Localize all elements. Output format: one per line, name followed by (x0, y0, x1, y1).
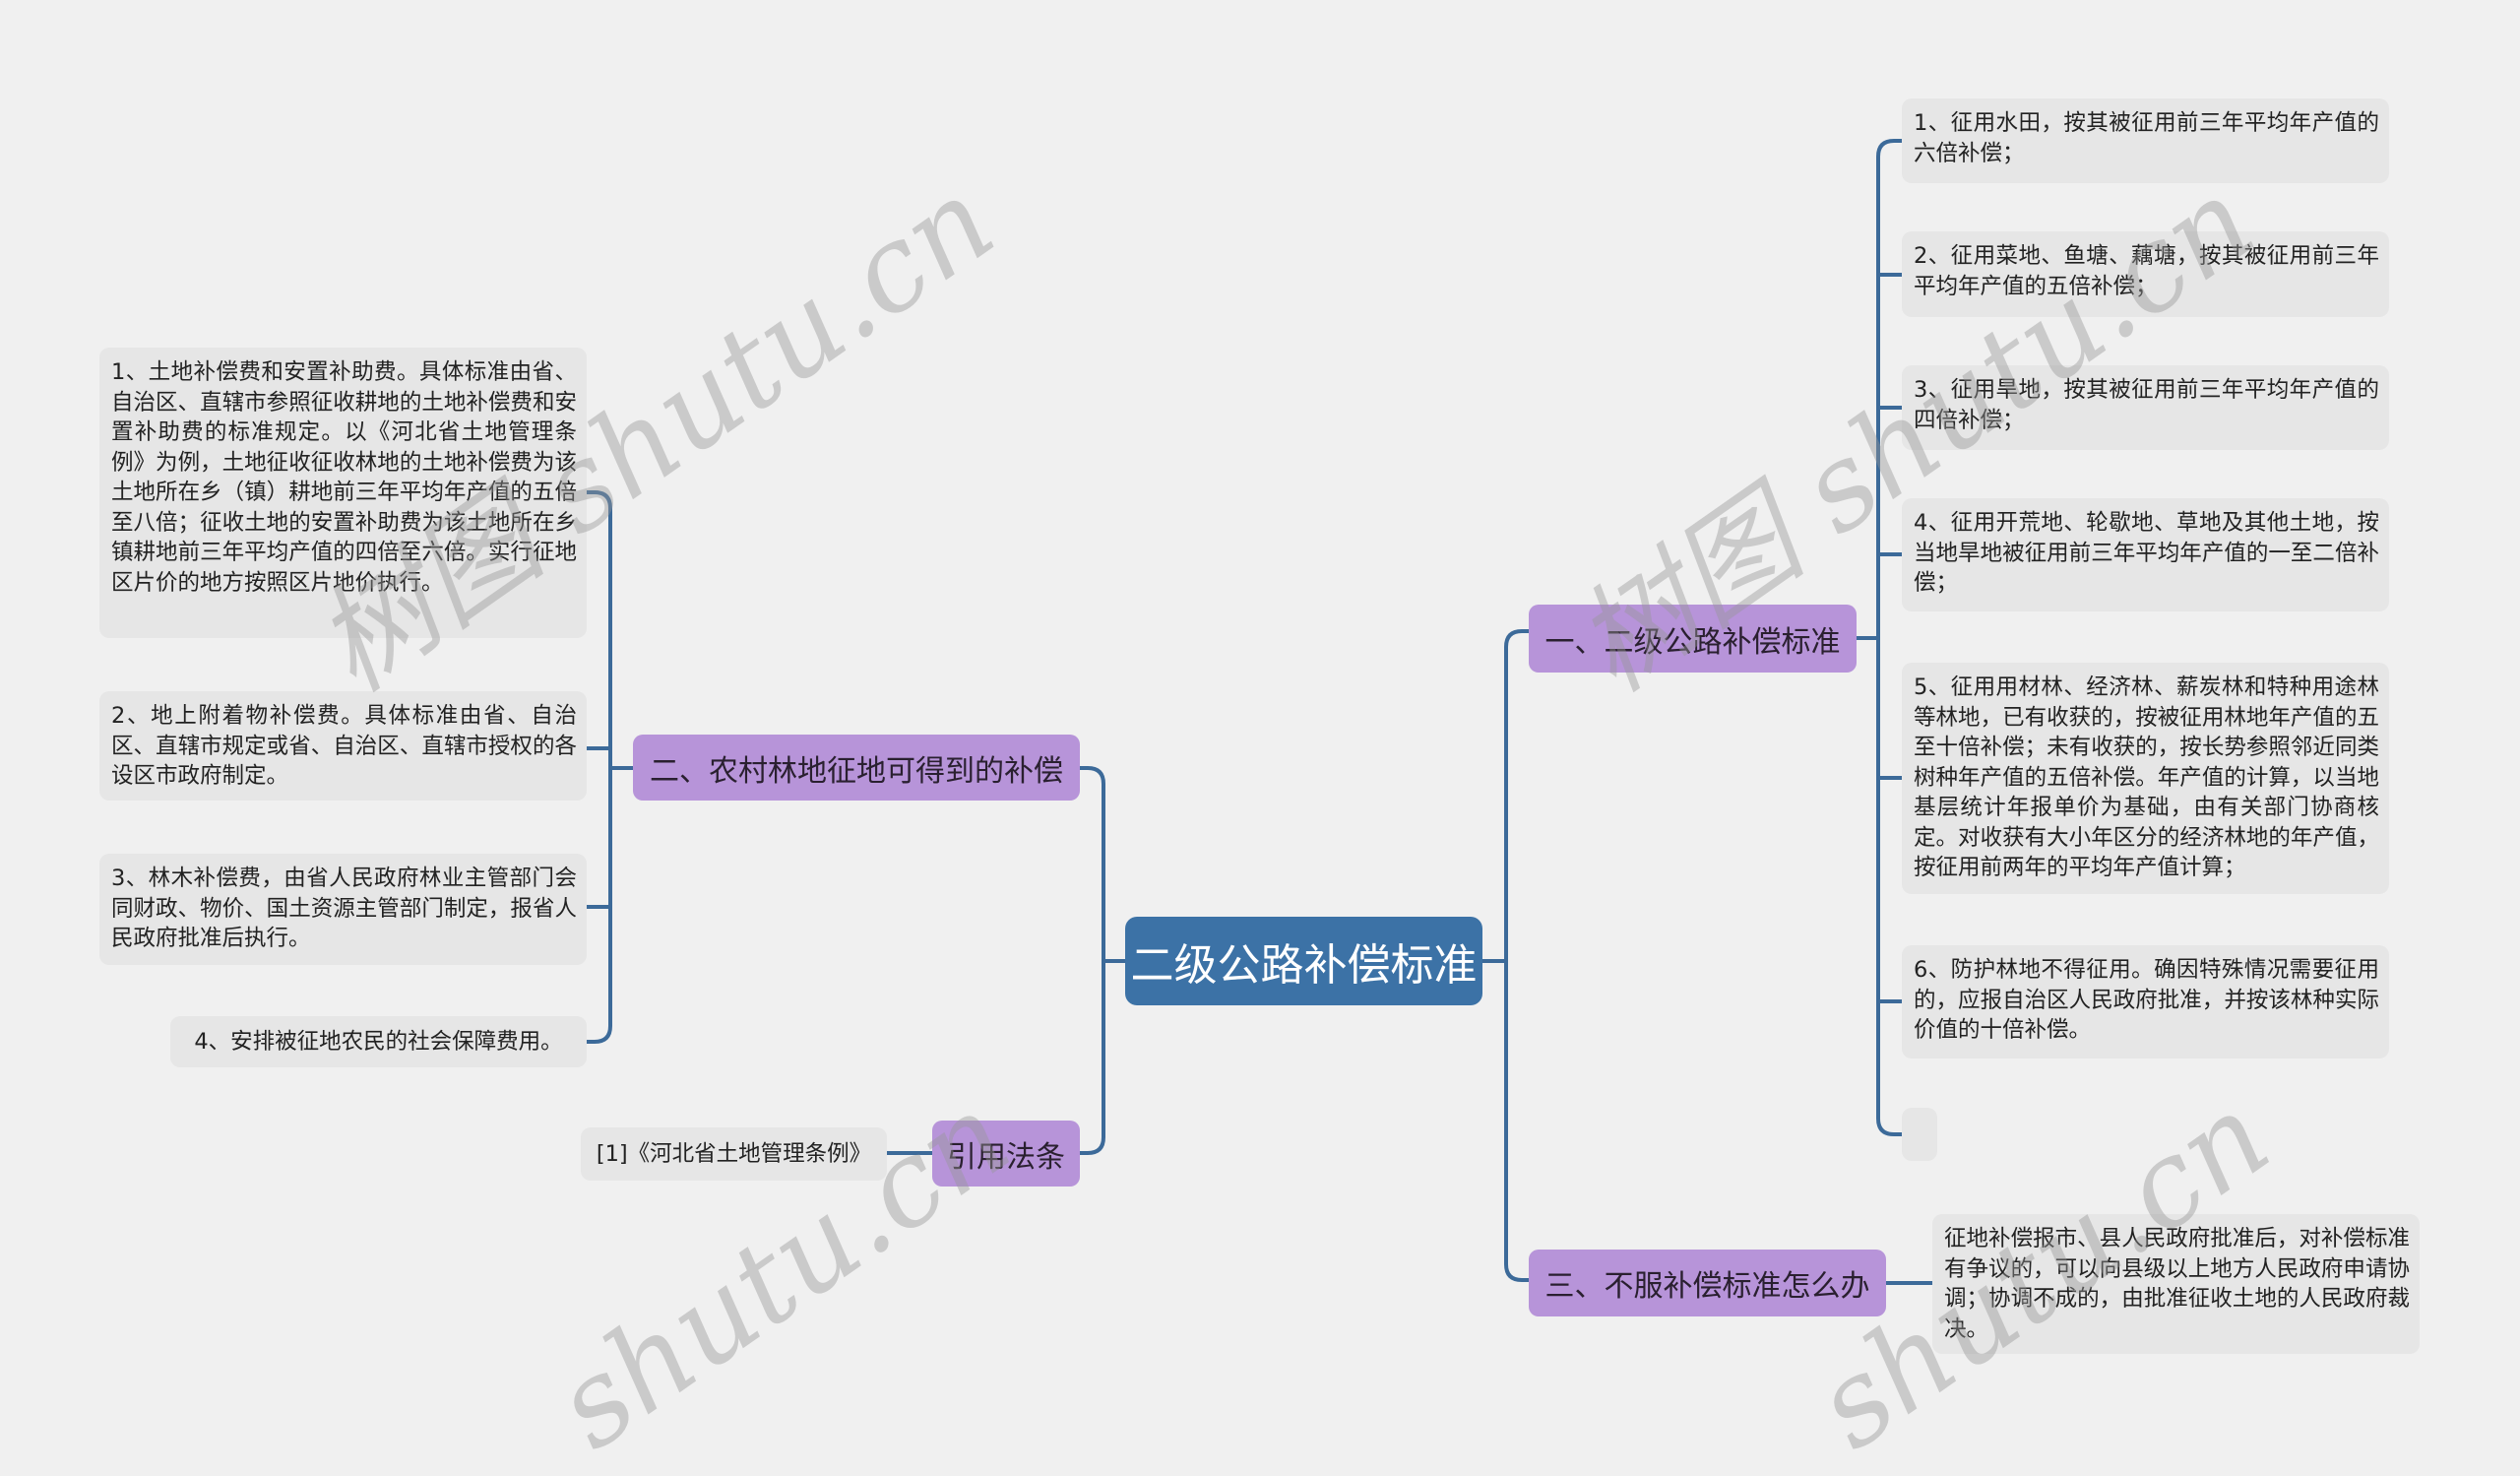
leaf-text: 2、地上附着物补偿费。具体标准由省、自治区、直辖市规定或省、自治区、直辖市授权的… (111, 703, 577, 789)
leaf-text: 3、林木补偿费，由省人民政府林业主管部门会同财政、物价、国土资源主管部门制定，报… (111, 866, 577, 951)
leaf-text: 征地补偿报市、县人民政府批准后，对补偿标准有争议的，可以向县级以上地方人民政府申… (1944, 1226, 2410, 1342)
branch-label: 三、不服补偿标准怎么办 (1544, 1269, 1870, 1304)
leaf-dispute-resolution[interactable]: 征地补偿报市、县人民政府批准后，对补偿标准有争议的，可以向县级以上地方人民政府申… (1932, 1214, 2420, 1354)
root-label: 二级公路补偿标准 (1130, 940, 1478, 991)
branch-rural-forest-compensation[interactable]: 二、农村林地征地可得到的补偿 (633, 735, 1080, 801)
branch-label: 一、二级公路补偿标准 (1544, 624, 1841, 660)
leaf-timber-compensation[interactable]: 3、林木补偿费，由省人民政府林业主管部门会同财政、物价、国土资源主管部门制定，报… (99, 854, 587, 965)
leaf-attachment-compensation[interactable]: 2、地上附着物补偿费。具体标准由省、自治区、直辖市规定或省、自治区、直辖市授权的… (99, 691, 587, 801)
leaf-forest-land[interactable]: 5、征用用材林、经济林、薪炭林和特种用途林等林地，已有收获的，按被征用林地年产值… (1902, 663, 2389, 894)
leaf-text: 1、土地补偿费和安置补助费。具体标准由省、自治区、直辖市参照征收耕地的土地补偿费… (111, 359, 577, 596)
leaf-text: 1、征用水田，按其被征用前三年平均年产值的六倍补偿； (1914, 110, 2379, 166)
leaf-citation[interactable]: [1]《河北省土地管理条例》 (581, 1127, 887, 1181)
leaf-text: 4、征用开荒地、轮歇地、草地及其他土地，按当地旱地被征用前三年平均年产值的一至二… (1914, 510, 2379, 596)
leaf-text: [1]《河北省土地管理条例》 (596, 1140, 872, 1167)
leaf-vegetable-field[interactable]: 2、征用菜地、鱼塘、藕塘，按其被征用前三年平均年产值的五倍补偿； (1902, 231, 2389, 317)
branch-label: 二、农村林地征地可得到的补偿 (650, 753, 1063, 789)
branch-highway-standard[interactable]: 一、二级公路补偿标准 (1529, 605, 1857, 673)
root-node[interactable]: 二级公路补偿标准 (1125, 917, 1482, 1005)
leaf-social-security[interactable]: 4、安排被征地农民的社会保障费用。 (170, 1016, 587, 1067)
leaf-dry-land[interactable]: 3、征用旱地，按其被征用前三年平均年产值的四倍补偿； (1902, 365, 2389, 450)
branch-label: 引用法条 (947, 1139, 1065, 1175)
leaf-text: 2、征用菜地、鱼塘、藕塘，按其被征用前三年平均年产值的五倍补偿； (1914, 243, 2379, 299)
leaf-text: 5、征用用材林、经济林、薪炭林和特种用途林等林地，已有收获的，按被征用林地年产值… (1914, 674, 2379, 880)
leaf-wasteland[interactable]: 4、征用开荒地、轮歇地、草地及其他土地，按当地旱地被征用前三年平均年产值的一至二… (1902, 498, 2389, 611)
leaf-text: 6、防护林地不得征用。确因特殊情况需要征用的，应报自治区人民政府批准，并按该林种… (1914, 957, 2379, 1043)
leaf-paddy-field[interactable]: 1、征用水田，按其被征用前三年平均年产值的六倍补偿； (1902, 98, 2389, 183)
branch-cited-law[interactable]: 引用法条 (932, 1121, 1080, 1187)
leaf-empty[interactable] (1902, 1108, 1937, 1161)
leaf-land-compensation[interactable]: 1、土地补偿费和安置补助费。具体标准由省、自治区、直辖市参照征收耕地的土地补偿费… (99, 348, 587, 638)
leaf-text: 4、安排被征地农民的社会保障费用。 (194, 1028, 563, 1055)
leaf-text: 3、征用旱地，按其被征用前三年平均年产值的四倍补偿； (1914, 377, 2379, 433)
leaf-protective-forest[interactable]: 6、防护林地不得征用。确因特殊情况需要征用的，应报自治区人民政府批准，并按该林种… (1902, 945, 2389, 1059)
branch-dispute-handling[interactable]: 三、不服补偿标准怎么办 (1529, 1250, 1886, 1316)
